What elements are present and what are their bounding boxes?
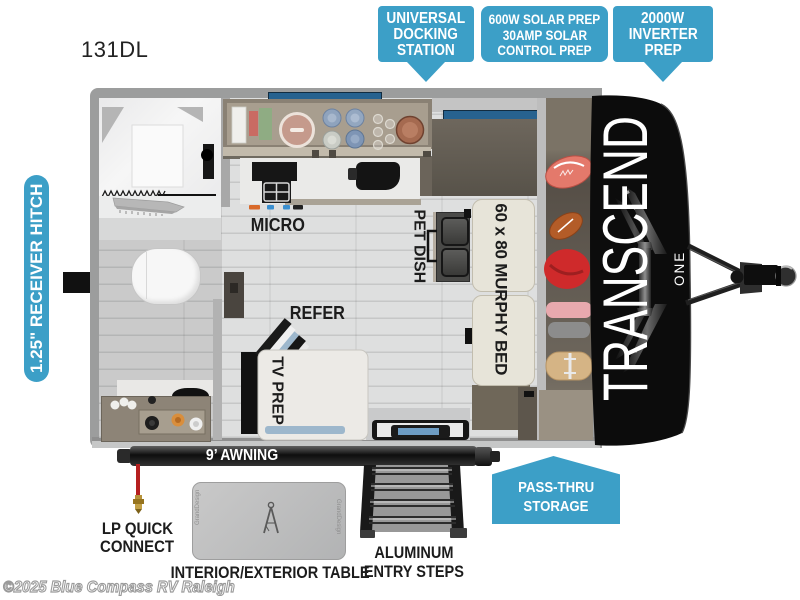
svg-text:ONE: ONE <box>672 251 687 286</box>
svg-text:TRANSCEND: TRANSCEND <box>591 116 661 401</box>
